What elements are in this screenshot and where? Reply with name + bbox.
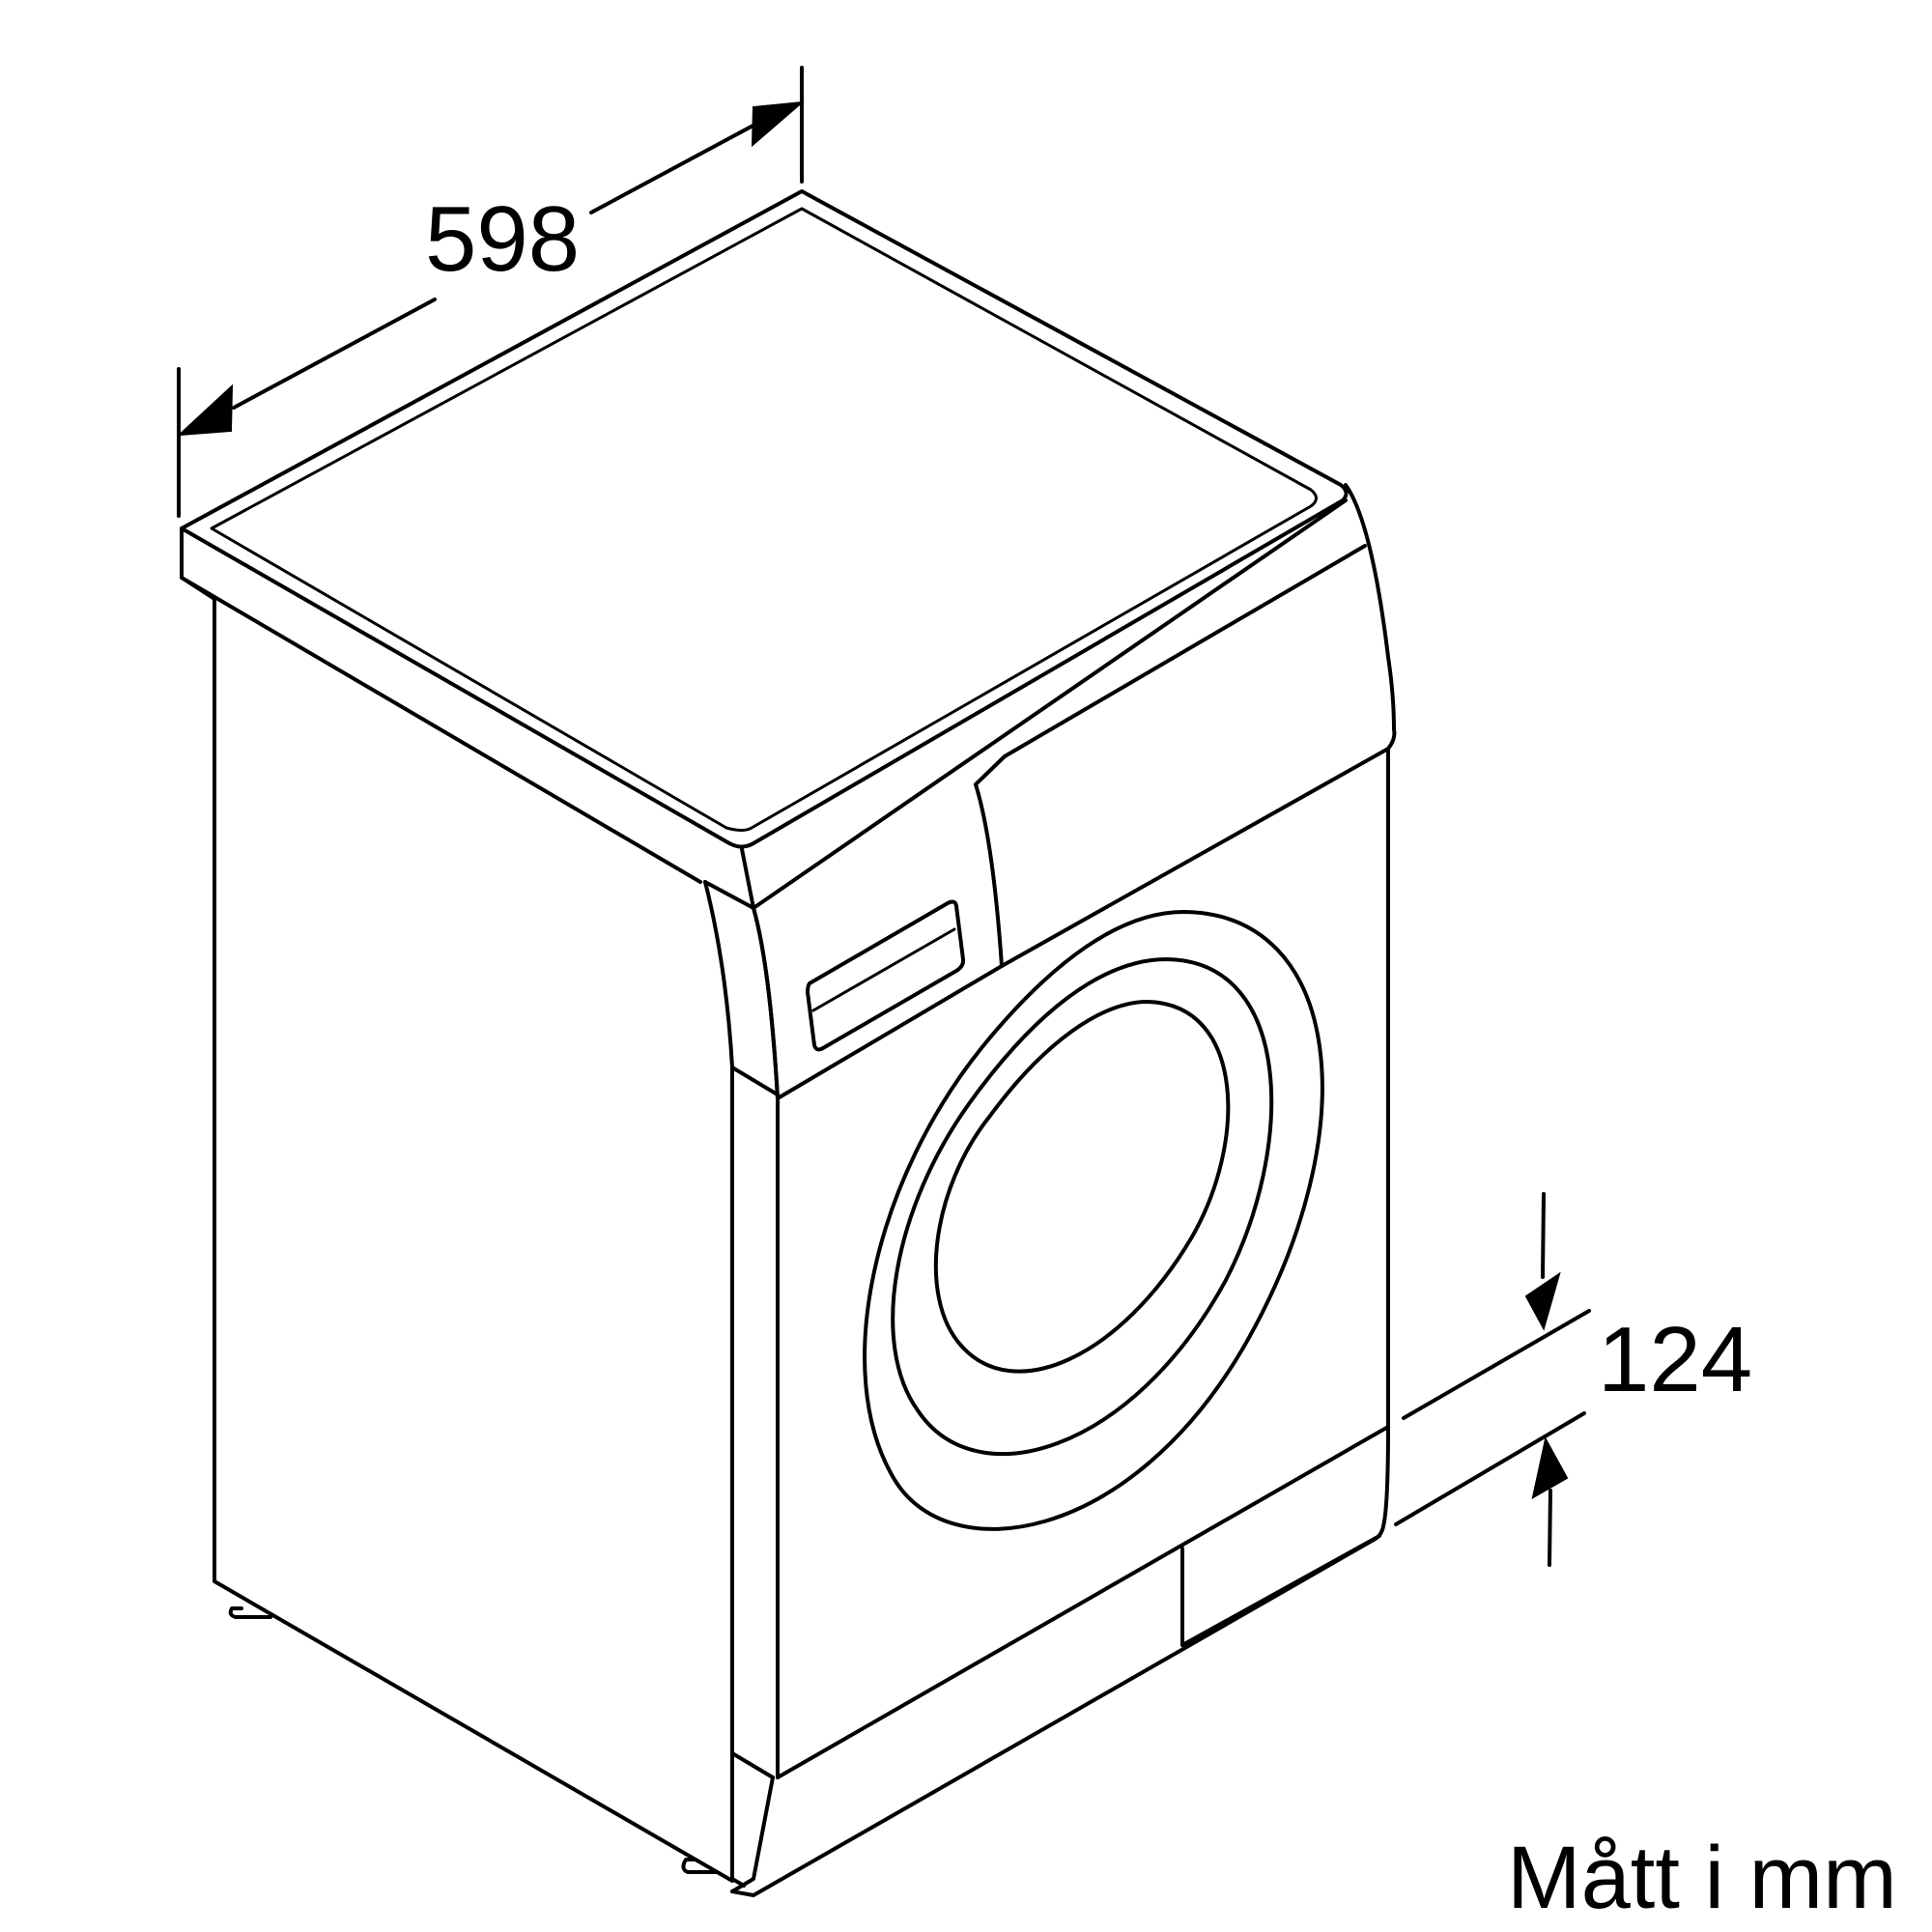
width-dimension: 598 — [177, 66, 806, 518]
control-panel — [752, 754, 1007, 1100]
units-caption: Mått i mm — [1507, 1829, 1897, 1927]
top-lid — [180, 189, 1349, 910]
door-bezel — [891, 957, 1274, 1456]
plinth — [730, 1425, 1390, 1897]
door[interactable] — [863, 910, 1324, 1531]
plinth-arrow-up — [1531, 1436, 1569, 1499]
plinth-arrow-down — [1524, 1271, 1561, 1331]
plinth-height-value: 124 — [1598, 1308, 1752, 1411]
plinth-height-dimension: 124 — [1394, 1192, 1752, 1567]
detergent-drawer[interactable] — [806, 899, 966, 1052]
door-outer-ring — [863, 910, 1324, 1531]
width-value: 598 — [425, 187, 580, 291]
width-arrow-left — [177, 384, 234, 437]
right-edge — [1000, 483, 1397, 1429]
side-panel — [180, 576, 734, 1883]
door-glass — [933, 1000, 1231, 1374]
front-corner — [703, 880, 780, 1893]
width-arrow-right — [751, 100, 806, 148]
